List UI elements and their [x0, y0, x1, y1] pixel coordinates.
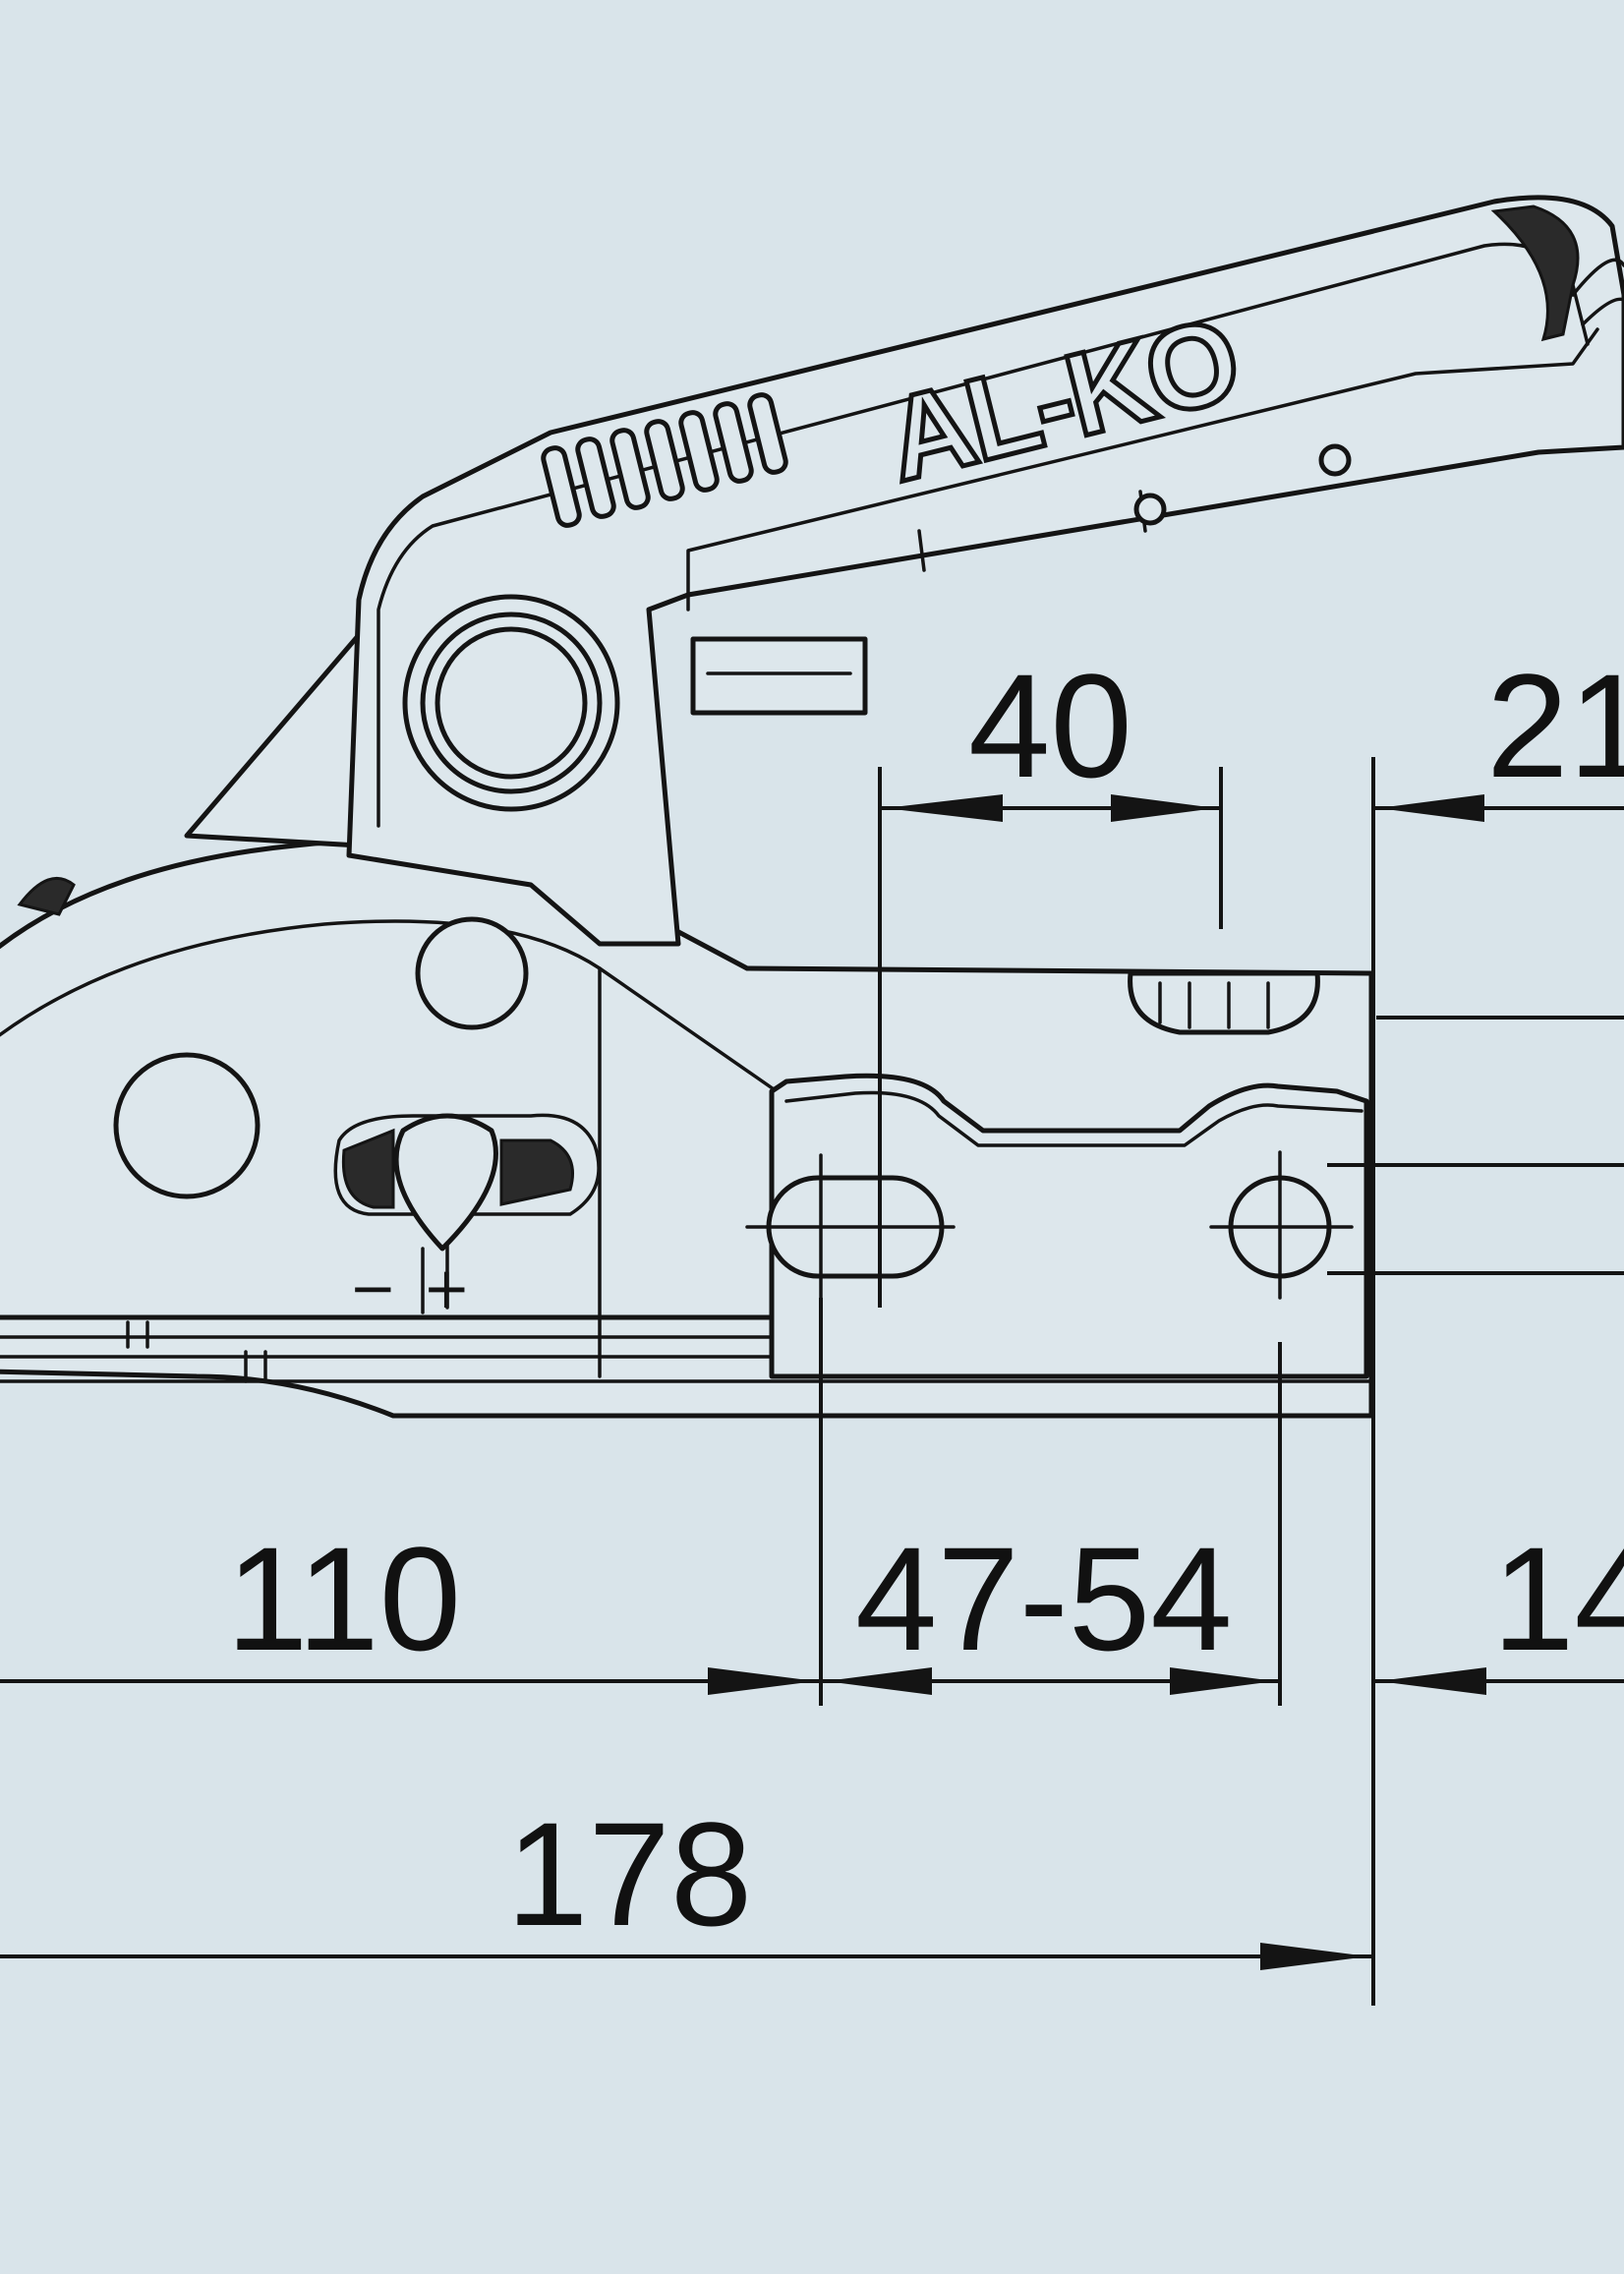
dimension-47-54: 47-54	[821, 1516, 1280, 1695]
handle-lower-arm	[346, 195, 1624, 947]
dimension-40-label: 40	[968, 643, 1132, 808]
housing-hole-left	[113, 1052, 261, 1199]
housing-nose	[17, 876, 76, 916]
coupling-handle: AL-KO	[184, 195, 1624, 947]
dimension-14-label: 14	[1492, 1516, 1624, 1681]
wear-marker-minus: −	[349, 1254, 397, 1321]
handle-rivet-1	[1133, 493, 1167, 526]
slotted-mounting-hole	[745, 1153, 956, 1300]
handle-grip-nose	[1490, 204, 1580, 342]
wear-indicator: − +	[333, 1113, 601, 1321]
dimension-110-label: 110	[226, 1516, 461, 1681]
handle-pivot	[402, 594, 620, 812]
round-mounting-hole	[1209, 1150, 1354, 1300]
top-slot-bolt	[1128, 970, 1320, 1035]
housing-hole-upper	[415, 916, 529, 1030]
dimension-178-label: 178	[506, 1791, 752, 1956]
coupling-housing: − +	[0, 838, 1374, 1419]
wear-marker-plus: +	[423, 1254, 471, 1321]
dimension-21: 21	[1373, 643, 1624, 822]
handle-rivet-2	[1318, 443, 1352, 477]
wear-indicator-pointer	[393, 1113, 498, 1252]
dimension-47-54-label: 47-54	[855, 1516, 1233, 1681]
handle-grip-ribs	[541, 392, 788, 528]
dimension-110: 110	[0, 1516, 821, 1695]
dimension-14: 14	[1373, 1516, 1624, 1695]
handle-catch	[690, 636, 868, 716]
dimension-40: 40	[880, 643, 1221, 822]
dimension-21-label: 21	[1486, 643, 1624, 808]
dimension-annotations: 40 21 110 47-54 14	[0, 643, 1624, 2006]
dimension-178: 178	[0, 1791, 1373, 1970]
handle-guard	[184, 626, 367, 848]
